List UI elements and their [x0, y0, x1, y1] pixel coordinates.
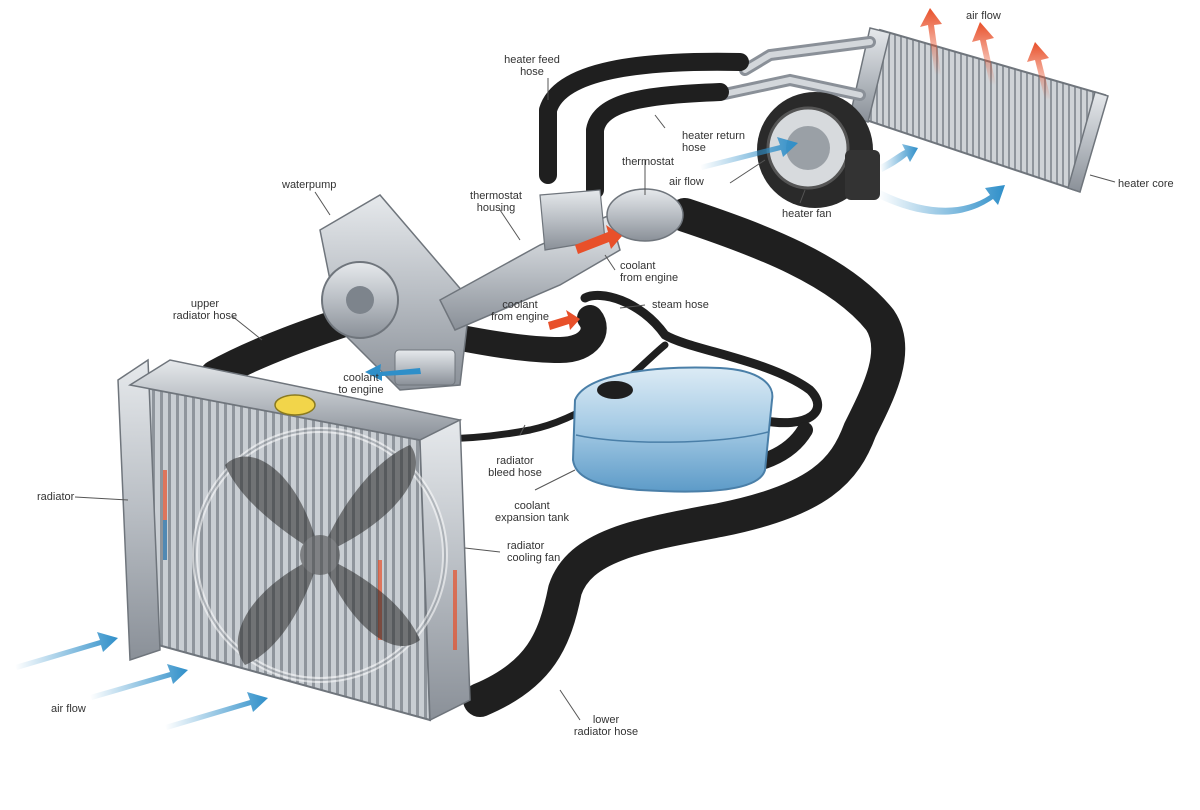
- radiator-cooling-fan: [192, 427, 448, 683]
- label-upper-radiator-hose: upper radiator hose: [172, 298, 238, 322]
- label-lower-radiator-hose: lower radiator hose: [573, 714, 639, 738]
- label-radiator-cooling-fan: radiator cooling fan: [507, 540, 561, 564]
- heater-feed-hose: [539, 52, 749, 184]
- air-flow-arrows: [15, 8, 1051, 730]
- label-steam-hose: steam hose: [652, 299, 709, 311]
- label-air-flow-mid: air flow: [669, 176, 704, 188]
- label-air-flow-bottom: air flow: [51, 703, 86, 715]
- label-radiator-bleed-hose: radiator bleed hose: [488, 455, 542, 479]
- label-thermostat-housing: thermostat housing: [470, 190, 522, 214]
- label-heater-feed-hose: heater feed hose: [504, 54, 560, 78]
- label-heater-return-hose: heater return hose: [682, 130, 745, 154]
- label-waterpump: waterpump: [282, 179, 337, 191]
- thermostat-housing: [439, 188, 684, 331]
- label-coolant-from-engine-lower: coolant from engine: [490, 299, 550, 323]
- label-thermostat: thermostat: [622, 156, 674, 168]
- steam-hose: [580, 290, 823, 428]
- lower-radiator-hose: [463, 198, 906, 717]
- label-air-flow-top: air flow: [966, 10, 1001, 22]
- label-coolant-to-engine: coolant to engine: [338, 372, 384, 396]
- label-coolant-expansion-tank: coolant expansion tank: [495, 500, 569, 524]
- heater-core: [849, 27, 1109, 193]
- heater-return-hose: [586, 83, 729, 199]
- label-coolant-from-engine-upper: coolant from engine: [620, 260, 679, 284]
- waterpump: [319, 194, 471, 391]
- coolant-expansion-tank: [571, 366, 774, 493]
- label-heater-core: heater core: [1118, 178, 1174, 190]
- upper-radiator-hose: [200, 305, 365, 390]
- label-heater-fan: heater fan: [782, 208, 832, 220]
- leader-lines: [74, 78, 1116, 721]
- heater-core-pipes: [714, 36, 876, 101]
- label-radiator: radiator: [37, 491, 75, 503]
